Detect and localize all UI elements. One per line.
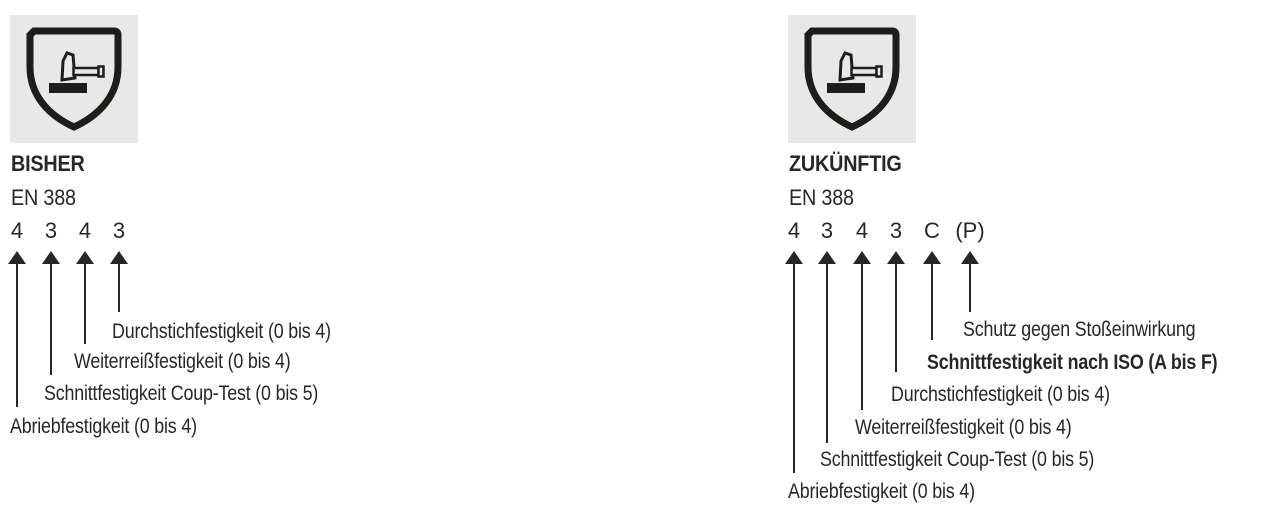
code-digit-4: 3 — [889, 218, 903, 243]
arrow-head-icon — [961, 251, 979, 264]
arrow-line — [861, 263, 863, 410]
arrow-head-icon — [887, 251, 905, 264]
arrow-head-icon — [785, 251, 803, 264]
standard-name: EN 388 — [789, 185, 854, 210]
arrow-head-icon — [8, 251, 26, 264]
standard-name: EN 388 — [11, 185, 76, 210]
code-digit-4: 3 — [112, 218, 126, 243]
label-weiterreissfestigkeit: Weiterreißfestigkeit (0 bis 4) — [855, 416, 1072, 439]
panel-title: BISHER — [11, 151, 85, 176]
arrow-line — [50, 263, 52, 375]
arrow-line — [895, 263, 897, 372]
arrow-head-icon — [76, 251, 94, 264]
code-letter-6: (P) — [955, 218, 985, 243]
label-schnittfestigkeit-coup-test: Schnittfestigkeit Coup-Test (0 bis 5) — [820, 448, 1095, 471]
arrow-line — [826, 263, 828, 443]
code-digit-2: 3 — [820, 218, 834, 243]
code-digit-3: 4 — [855, 218, 869, 243]
arrow-line — [84, 263, 86, 344]
arrow-head-icon — [110, 251, 128, 264]
label-schnittfestigkeit-coup-test: Schnittfestigkeit Coup-Test (0 bis 5) — [44, 382, 319, 405]
shield-hammer-icon — [804, 27, 900, 131]
panel-title: ZUKÜNFTIG — [789, 151, 902, 176]
arrow-head-icon — [818, 251, 836, 264]
arrow-line — [118, 263, 120, 312]
arrow-line — [931, 263, 933, 340]
arrow-head-icon — [923, 251, 941, 264]
label-schnittfestigkeit-nach-iso: Schnittfestigkeit nach ISO (A bis F) — [927, 351, 1218, 374]
arrow-line — [969, 263, 971, 312]
label-durchstichfestigkeit: Durchstichfestigkeit (0 bis 4) — [112, 320, 331, 343]
label-abriebfestigkeit: Abriebfestigkeit (0 bis 4) — [10, 415, 197, 438]
shield-hammer-icon — [26, 27, 122, 131]
label-abriebfestigkeit: Abriebfestigkeit (0 bis 4) — [788, 480, 975, 503]
en388-pictogram-box — [788, 15, 916, 143]
label-durchstichfestigkeit: Durchstichfestigkeit (0 bis 4) — [891, 383, 1110, 406]
code-digit-3: 4 — [78, 218, 92, 243]
arrow-line — [16, 263, 18, 407]
arrow-head-icon — [42, 251, 60, 264]
en388-pictogram-box — [10, 15, 138, 143]
code-digit-1: 4 — [10, 218, 24, 243]
code-digit-2: 3 — [44, 218, 58, 243]
code-letter-5: C — [924, 218, 940, 243]
code-digit-1: 4 — [787, 218, 801, 243]
arrow-head-icon — [853, 251, 871, 264]
label-schutz-gegen-stosseinwirkung: Schutz gegen Stoßeinwirkung — [963, 318, 1196, 341]
arrow-line — [793, 263, 795, 473]
label-weiterreissfestigkeit: Weiterreißfestigkeit (0 bis 4) — [74, 350, 291, 373]
